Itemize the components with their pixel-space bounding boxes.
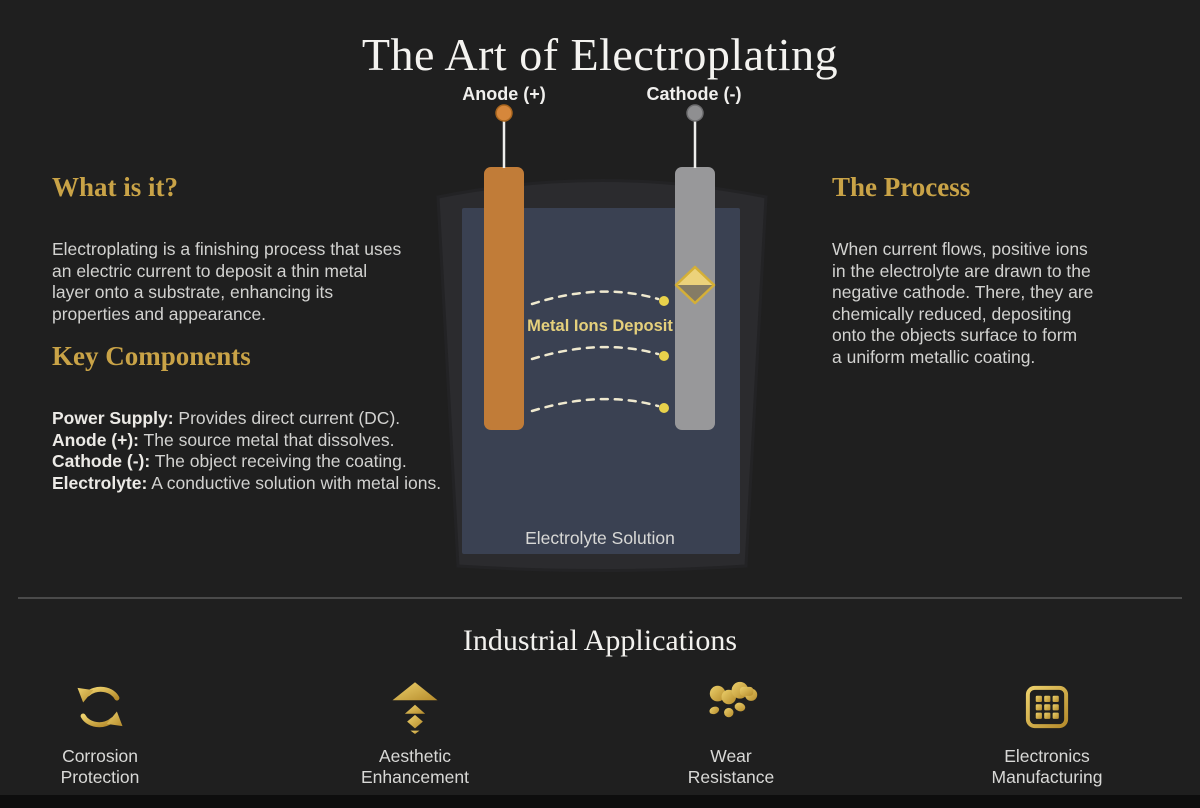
aesthetic-layers-icon <box>305 678 525 736</box>
key-components-list: Power Supply: Provides direct current (D… <box>52 408 492 494</box>
section-divider <box>18 597 1182 599</box>
anode-label: Anode (+) <box>462 84 546 104</box>
cathode-terminal-dot <box>686 104 704 122</box>
industrial-applications-heading: Industrial Applications <box>462 624 738 657</box>
ion-dots <box>659 296 669 413</box>
application-electronics-manufacturing: Electronics Manufacturing <box>937 678 1157 788</box>
cathode-label: Cathode (-) <box>646 84 742 104</box>
process-heading: The Process <box>832 172 971 202</box>
electrolyte-solution-area <box>462 208 740 554</box>
page-title: The Art of Electroplating <box>361 29 839 80</box>
metal-ions-label: Metal Ions Deposit <box>527 317 673 335</box>
bottom-edge-strip <box>0 795 1200 808</box>
application-label: Electronics Manufacturing <box>991 746 1103 787</box>
what-is-it-heading: What is it? <box>52 172 179 202</box>
application-corrosion-protection: Corrosion Protection <box>0 678 210 788</box>
anode-electrode <box>484 167 524 430</box>
application-wear-resistance: Wear Resistance <box>621 678 841 788</box>
what-is-it-section: What is it? Electroplating is a finishin… <box>52 172 472 325</box>
application-aesthetic-enhancement: Aesthetic Enhancement <box>305 678 525 788</box>
application-label: Wear Resistance <box>687 746 775 787</box>
component-power-supply: Power Supply: Provides direct current (D… <box>52 408 401 428</box>
application-label: Corrosion Protection <box>60 746 140 787</box>
corrosion-refresh-icon <box>0 678 210 736</box>
electroplating-diagram <box>436 104 768 572</box>
ion-flow-arrows <box>530 290 660 413</box>
application-label: Aesthetic Enhancement <box>361 746 469 787</box>
process-section: The Process When current flows, positive… <box>832 172 1172 368</box>
cathode-electrode <box>675 167 715 430</box>
what-is-it-body: Electroplating is a finishing process th… <box>52 239 402 324</box>
key-components-heading: Key Components <box>52 341 251 371</box>
process-body: When current flows, positive ions in the… <box>832 239 1094 367</box>
component-cathode: Cathode (-): The object receiving the co… <box>52 451 407 471</box>
component-electrolyte: Electrolyte: A conductive solution with … <box>52 472 442 493</box>
electronics-chip-icon <box>937 678 1157 736</box>
key-components-section: Key Components Power Supply: Provides di… <box>52 341 492 494</box>
electrolyte-solution-label: Electrolyte Solution <box>525 528 675 548</box>
deposit-diamond-icon <box>674 265 716 305</box>
component-anode: Anode (+): The source metal that dissolv… <box>52 429 395 450</box>
anode-terminal-dot <box>495 104 513 122</box>
wear-abrasion-icon <box>621 678 841 736</box>
